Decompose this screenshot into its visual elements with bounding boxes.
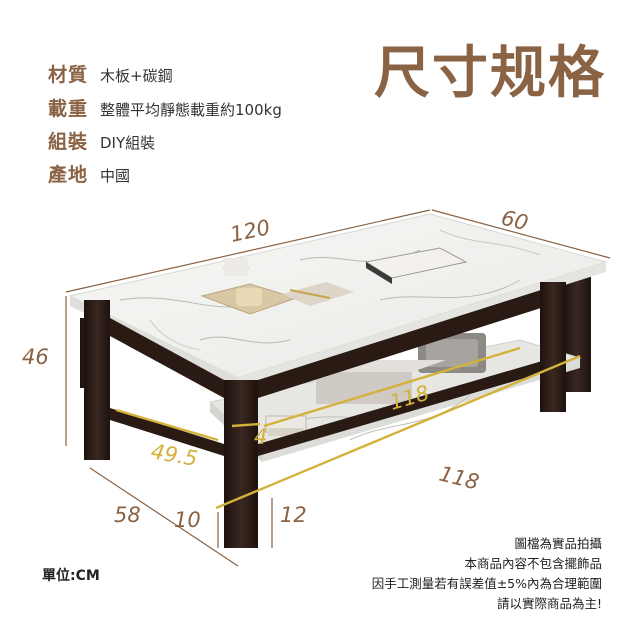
dim-leg-depth: 58 (114, 503, 141, 527)
title-block: 尺寸规格 (374, 41, 606, 106)
dimension-lines (65, 209, 611, 567)
note-line: 本商品內容不包含擺飾品 (464, 556, 602, 571)
spec-assembly: 組裝 DIY組裝 (48, 127, 155, 154)
disclaimer-notes: 圖檔為實品拍攝 本商品內容不包含擺飾品 因手工測量若有誤差值±5%內為合理範圍 … (372, 534, 602, 614)
spec-load: 載重 整體平均靜態載重約100kg (48, 94, 282, 121)
page-title: 尺寸规格 (374, 41, 606, 106)
dim-bottom-length: 118 (437, 462, 482, 495)
spec-value: 木板+碳鋼 (100, 67, 173, 85)
highlight-lines (115, 346, 581, 510)
dim-shelf-height: 12 (280, 503, 307, 527)
spec-origin: 產地 中國 (48, 160, 130, 187)
dim-frame-width: 4 (254, 425, 267, 449)
spec-label: 組裝 (48, 131, 89, 153)
note-line: 因手工測量若有誤差值±5%內為合理範圍 (371, 576, 602, 591)
spec-label: 載重 (48, 98, 89, 120)
front-frame (84, 282, 566, 548)
spec-material: 材質 木板+碳鋼 (48, 60, 173, 87)
tabletop-decor (200, 247, 468, 315)
spec-value: 整體平均靜態載重約100kg (100, 101, 282, 119)
spec-value: DIY組裝 (100, 134, 156, 152)
unit-label: 單位:CM (42, 568, 100, 584)
note-line: 請以實際商品為主! (496, 596, 602, 611)
spec-value: 中國 (100, 167, 131, 185)
dim-length-top: 120 (228, 215, 272, 247)
spec-label: 材質 (48, 64, 89, 86)
spec-label: 產地 (48, 164, 89, 186)
dim-height: 46 (22, 345, 49, 369)
note-line: 圖檔為實品拍攝 (514, 536, 602, 551)
dim-leg-foot: 10 (174, 508, 201, 532)
dim-width-top: 60 (499, 206, 531, 236)
